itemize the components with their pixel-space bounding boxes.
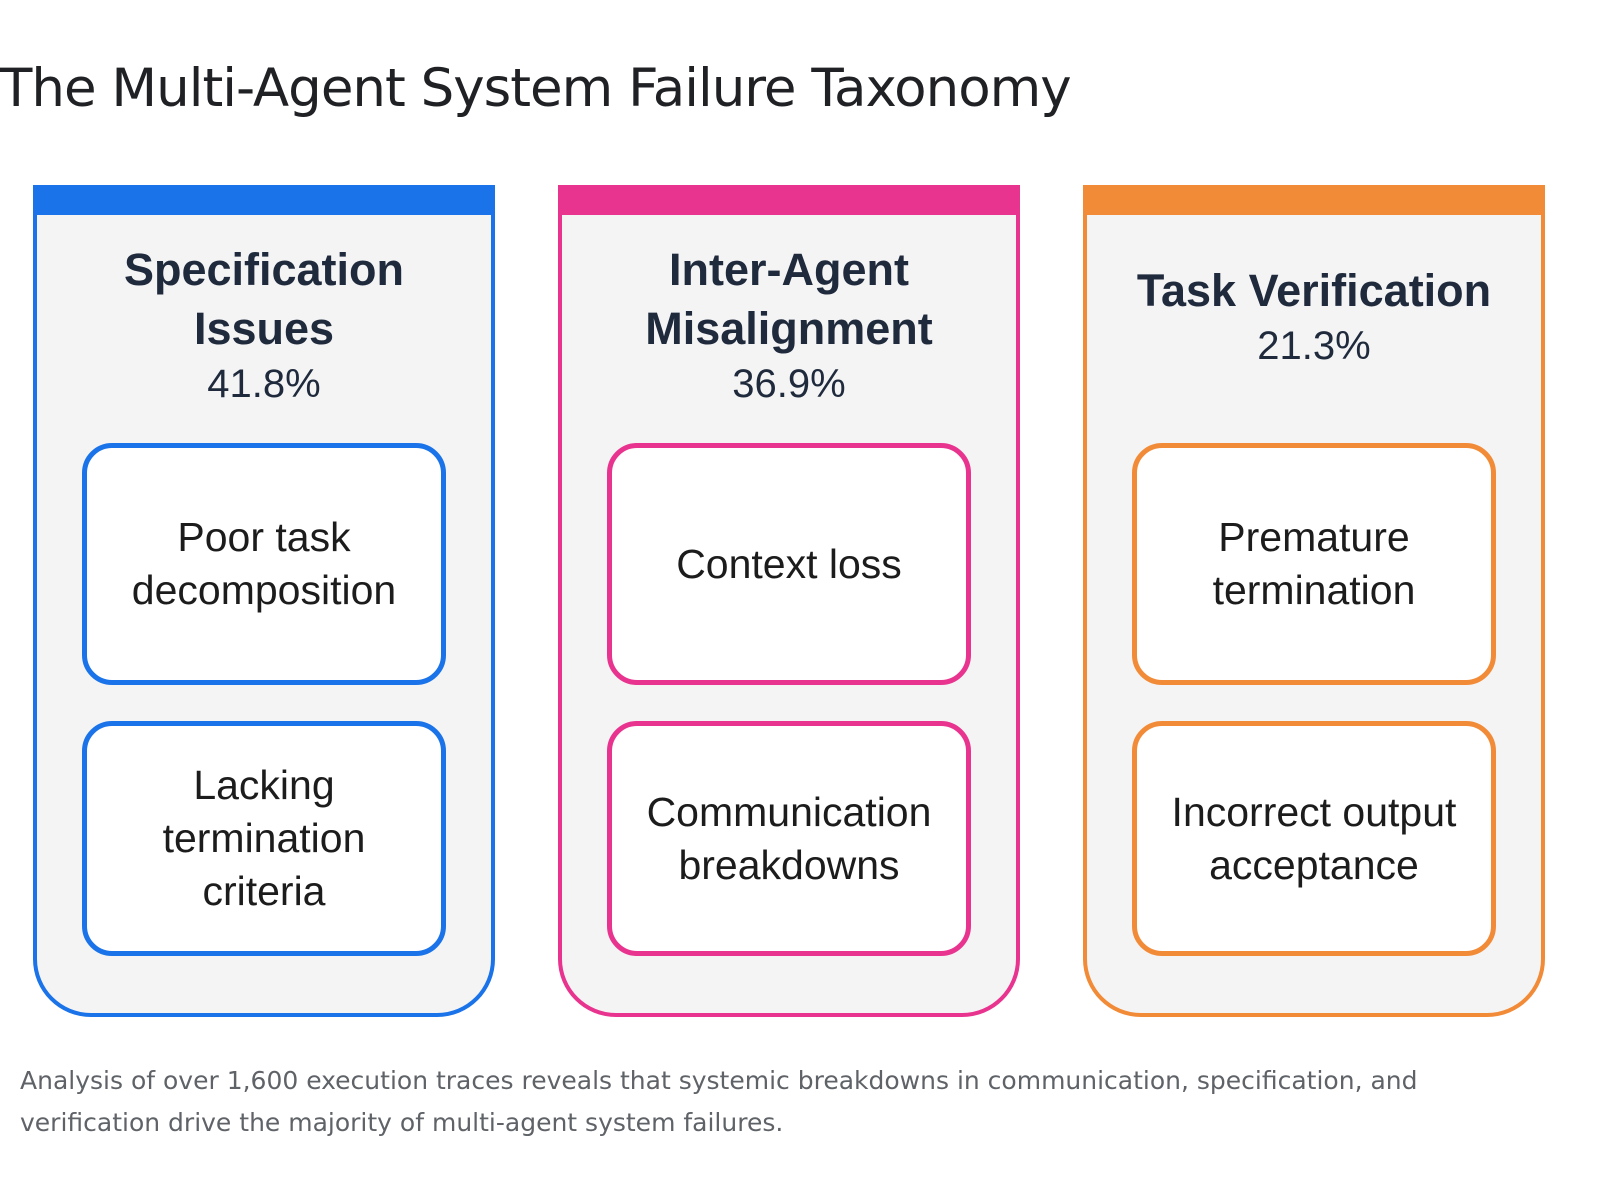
failure-mode-label: Poor task decomposition [131,514,397,613]
category-title-line: Inter-Agent [669,244,909,295]
category-title-line: Specification [123,244,405,295]
failure-mode-box: Context loss [607,443,971,685]
failure-mode-box: Communication breakdowns [607,721,971,956]
failure-mode-label: Context loss [676,540,902,587]
category-header: Specification Issues 41.8% [37,215,491,435]
failure-mode-label: Communication breakdowns [646,788,932,888]
category-percent: 36.9% [732,362,846,406]
category-inter-agent-misalignment: Inter-Agent Misalignment 36.9% Context l… [558,185,1020,1017]
category-title-line: Task Verification [1136,264,1492,316]
failure-mode-box: Lacking termination criteria [82,721,446,956]
category-percent: 21.3% [1257,323,1371,368]
failure-mode-box: Incorrect output acceptance [1132,721,1496,956]
failure-mode-label: Premature termination [1212,514,1416,613]
page-title: The Multi-Agent System Failure Taxonomy [0,58,1072,119]
category-specification-issues: Specification Issues 41.8% Poor task dec… [33,185,495,1017]
category-header: Inter-Agent Misalignment 36.9% [562,215,1016,435]
category-header: Task Verification 21.3% [1087,215,1541,435]
figure-caption: Analysis of over 1,600 execution traces … [20,1066,1418,1137]
failure-mode-label: Lacking termination criteria [162,762,366,914]
category-title-line: Issues [193,303,335,354]
taxonomy-columns: Specification Issues 41.8% Poor task dec… [33,185,1573,1017]
category-task-verification: Task Verification 21.3% Premature termin… [1083,185,1545,1017]
category-title-line: Misalignment [645,303,933,354]
failure-mode-box: Poor task decomposition [82,443,446,685]
failure-mode-label: Incorrect output acceptance [1171,788,1457,888]
category-percent: 41.8% [207,362,321,406]
failure-mode-box: Premature termination [1132,443,1496,685]
